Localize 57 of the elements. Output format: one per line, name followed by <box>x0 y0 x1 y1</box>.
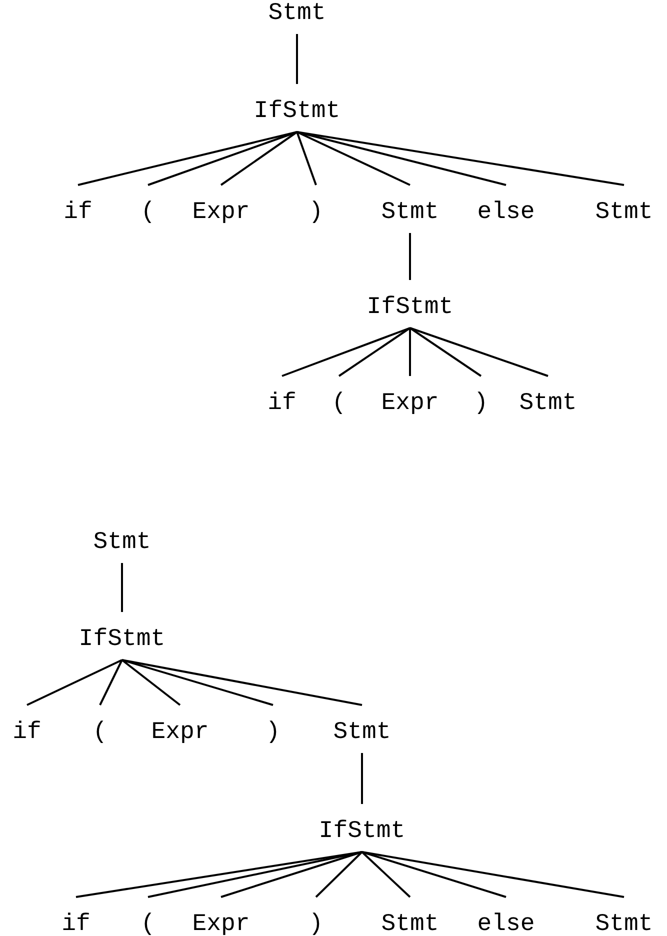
tree-branch-line <box>296 132 317 186</box>
tree-branch-line <box>409 328 411 376</box>
tree-branch-line <box>410 327 548 377</box>
tree-branch-line <box>361 753 363 804</box>
tree-branch-line <box>296 34 298 84</box>
tree-node-label: IfStmt <box>318 804 406 852</box>
tree-node-label: ( <box>92 705 108 743</box>
tree-node-label: Stmt <box>595 185 653 223</box>
tree-node-label: ) <box>266 705 280 743</box>
tree-branch-line <box>148 131 298 186</box>
tree-branch-line <box>220 131 298 186</box>
tree-node-label: if <box>12 705 42 743</box>
tree-node-label: ) <box>308 897 324 935</box>
tree-branch-line <box>78 131 298 186</box>
tree-branch-line <box>220 851 362 898</box>
tree-branch-line <box>338 327 411 377</box>
tree-node-label: Expr <box>192 897 250 935</box>
tree-node-label: if <box>62 897 90 935</box>
tree-branch-line <box>296 131 410 186</box>
tree-node-label: if <box>268 376 296 414</box>
tree-node-label: Stmt <box>595 897 653 935</box>
tree-node-label: Expr <box>192 185 250 223</box>
tree-node-label: Expr <box>381 376 439 414</box>
tree-node-label: Stmt <box>381 185 439 233</box>
tree-branch-line <box>121 659 181 706</box>
tree-branch-line <box>296 131 624 186</box>
tree-branch-line <box>122 659 274 706</box>
tree-node-label: Stmt <box>519 376 577 414</box>
tree-node-label: Stmt <box>381 897 439 935</box>
tree-node-label: ( <box>332 376 346 414</box>
tree-branch-line <box>148 851 362 898</box>
tree-node-label: Expr <box>151 705 209 743</box>
tree-node-label: Stmt <box>268 0 326 34</box>
tree-branch-line <box>409 233 411 280</box>
tree-branch-line <box>409 327 482 377</box>
tree-node-label: else <box>477 897 535 935</box>
tree-node-label: ( <box>140 185 156 223</box>
tree-branch-line <box>282 327 410 377</box>
tree-branch-line <box>362 851 624 898</box>
tree-branch-line <box>99 660 123 706</box>
tree-node-label: IfStmt <box>366 280 454 328</box>
tree-branch-line <box>122 659 362 706</box>
tree-node-label: if <box>64 185 92 223</box>
tree-node-label: IfStmt <box>78 612 166 660</box>
tree-node-label: else <box>477 185 535 223</box>
tree-node-label: ) <box>308 185 324 223</box>
tree-branch-line <box>362 851 506 898</box>
tree-branch-line <box>315 851 363 898</box>
tree-branch-line <box>26 659 122 706</box>
tree-node-label: Stmt <box>93 515 151 563</box>
tree-branch-line <box>121 563 123 612</box>
tree-node-label: ) <box>474 376 488 414</box>
tree-node-label: IfStmt <box>254 84 340 132</box>
tree-branch-line <box>296 131 506 186</box>
tree-branch-line <box>361 851 411 898</box>
tree-node-label: Stmt <box>333 705 391 753</box>
tree-node-label: ( <box>140 897 156 935</box>
